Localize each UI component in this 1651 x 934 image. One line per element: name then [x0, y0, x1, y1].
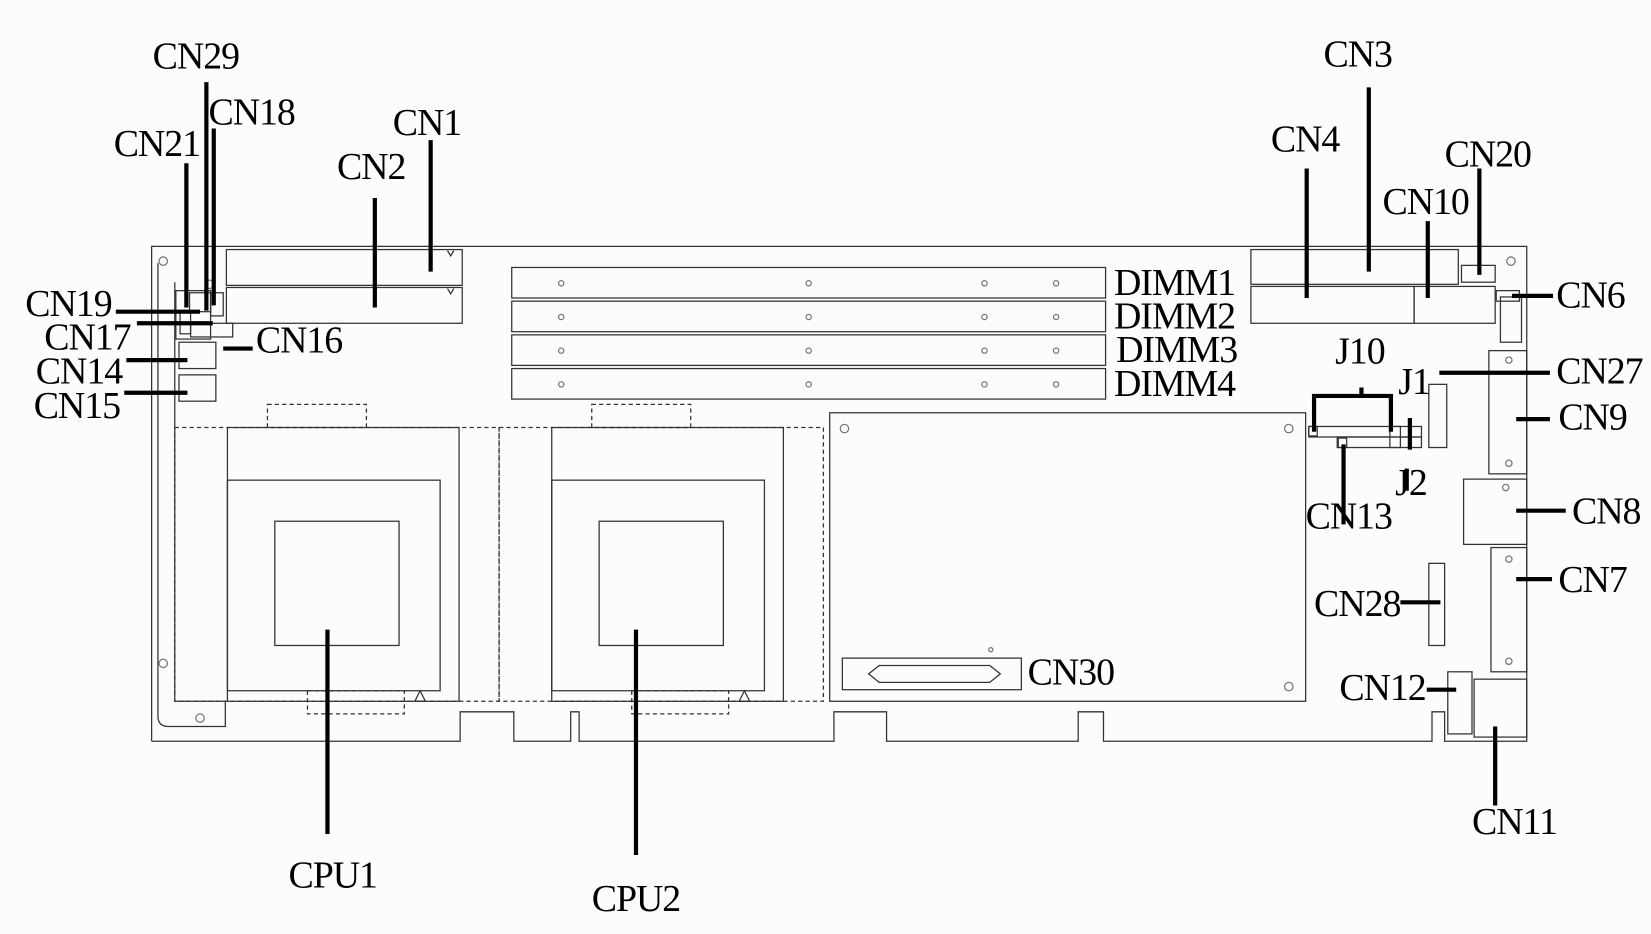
- label-cn10: CN10: [1383, 181, 1469, 223]
- label-cn8: CN8: [1572, 490, 1641, 532]
- label-cn17: CN17: [44, 317, 130, 359]
- label-cn30: CN30: [1028, 651, 1114, 693]
- label-cn14: CN14: [36, 350, 123, 392]
- card-area: [829, 412, 1307, 702]
- label-cn19: CN19: [25, 283, 111, 325]
- label-cn29: CN29: [153, 35, 239, 77]
- label-cn3: CN3: [1324, 33, 1393, 75]
- label-cn13: CN13: [1306, 496, 1392, 538]
- labels: CN29 CN18 CN21 CN1 CN2 CN3 CN4 CN20 CN10…: [25, 33, 1643, 920]
- label-cn6: CN6: [1556, 274, 1625, 316]
- connector-cn14: [178, 341, 217, 370]
- label-cn27: CN27: [1556, 350, 1642, 392]
- label-cn2: CN2: [337, 146, 405, 188]
- label-cn15: CN15: [34, 385, 120, 427]
- dimm3-slot: [511, 334, 1107, 367]
- dimm2-slot: [511, 300, 1107, 333]
- label-dimm3: DIMM3: [1116, 329, 1237, 371]
- dimm1-slot: [511, 266, 1107, 299]
- label-cn20: CN20: [1445, 133, 1531, 175]
- label-cn12: CN12: [1339, 667, 1425, 709]
- connector-cn30: [841, 646, 1022, 691]
- connector-cn3: [1250, 248, 1459, 285]
- label-j2: J2: [1395, 462, 1427, 504]
- cpu1-socket: [174, 403, 500, 715]
- label-cn18: CN18: [208, 91, 294, 133]
- label-cn7: CN7: [1558, 559, 1627, 601]
- label-cn16: CN16: [256, 320, 342, 362]
- label-j1: J1: [1398, 361, 1430, 403]
- connector-cn9: [1488, 350, 1528, 475]
- label-cn1: CN1: [393, 102, 461, 144]
- label-dimm2: DIMM2: [1114, 296, 1235, 338]
- dimm4-slot: [511, 367, 1107, 400]
- connector-cn27: [1428, 383, 1448, 449]
- label-dimm4: DIMM4: [1114, 363, 1236, 405]
- label-cn28: CN28: [1314, 583, 1400, 625]
- connector-cn10: [1413, 285, 1496, 324]
- label-cn4: CN4: [1271, 119, 1341, 161]
- cpu2-socket: [498, 403, 825, 715]
- connector-cn7: [1490, 546, 1528, 673]
- connector-cluster-left: [175, 290, 234, 402]
- label-j10: J10: [1335, 330, 1385, 372]
- label-cpu2: CPU2: [592, 878, 680, 920]
- dimm-slots: [511, 266, 1107, 400]
- label-cn21: CN21: [114, 123, 200, 165]
- connector-cn1: [225, 248, 463, 287]
- board-outline: [150, 245, 1528, 742]
- leader-lines: [115, 82, 1566, 856]
- label-cn9: CN9: [1558, 397, 1627, 439]
- connector-cn2: [225, 286, 463, 324]
- connector-cn15: [178, 374, 217, 402]
- label-cpu1: CPU1: [289, 855, 377, 897]
- connector-cn12: [1447, 671, 1473, 735]
- label-cn11: CN11: [1472, 801, 1557, 843]
- label-dimm1: DIMM1: [1114, 262, 1235, 304]
- connector-cn6: [1499, 296, 1523, 343]
- connectors-right: [1250, 248, 1528, 738]
- connector-cn11: [1473, 678, 1528, 738]
